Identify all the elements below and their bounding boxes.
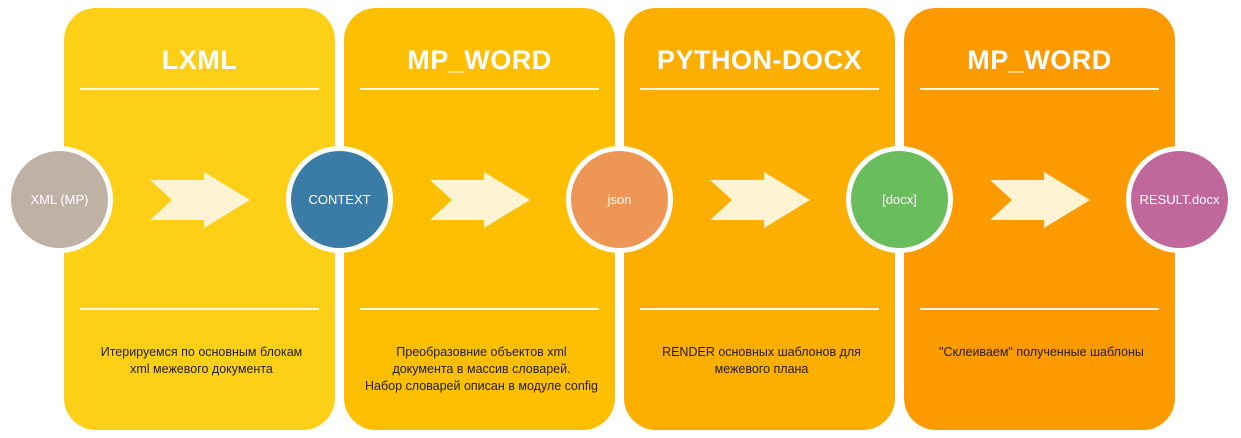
arrow-shape [710, 172, 810, 228]
stage-description: "Склеиваем" полученные шаблоны [939, 345, 1144, 359]
node-label: XML (MP) [30, 192, 89, 207]
stage-title: LXML [161, 45, 238, 75]
arrow-shape [150, 172, 250, 228]
description-divider [80, 308, 319, 310]
stage-description: Итерируемся по основным блокам xml межев… [100, 345, 303, 376]
flow-arrow-icon [710, 172, 810, 228]
arrow-shape [430, 172, 530, 228]
flow-arrow-icon [430, 172, 530, 228]
node-result-docx: RESULT.docx [1126, 146, 1233, 253]
title-divider [80, 88, 319, 90]
arrow-shape [990, 172, 1090, 228]
stage-title: MP_WORD [967, 45, 1112, 75]
node-docx: [docx] [846, 146, 953, 253]
node-label: json [607, 192, 632, 207]
node-context: CONTEXT [286, 146, 393, 253]
title-divider [360, 88, 599, 90]
node-label: [docx] [882, 192, 917, 207]
node-label: RESULT.docx [1139, 192, 1220, 207]
stage-title: MP_WORD [407, 45, 552, 75]
node-json: json [566, 146, 673, 253]
flow-arrow-icon [150, 172, 250, 228]
title-divider [920, 88, 1159, 90]
description-divider [360, 308, 599, 310]
title-divider [640, 88, 879, 90]
description-divider [640, 308, 879, 310]
stage-description: RENDER основных шаблонов для межевого пл… [662, 345, 861, 376]
stage-title: PYTHON-DOCX [656, 45, 862, 75]
flow-arrow-icon [990, 172, 1090, 228]
description-divider [920, 308, 1159, 310]
node-xml-mp: XML (MP) [6, 146, 113, 253]
node-label: CONTEXT [308, 192, 371, 207]
stage-description: Преобразовние объектов xml документа в м… [365, 345, 598, 393]
